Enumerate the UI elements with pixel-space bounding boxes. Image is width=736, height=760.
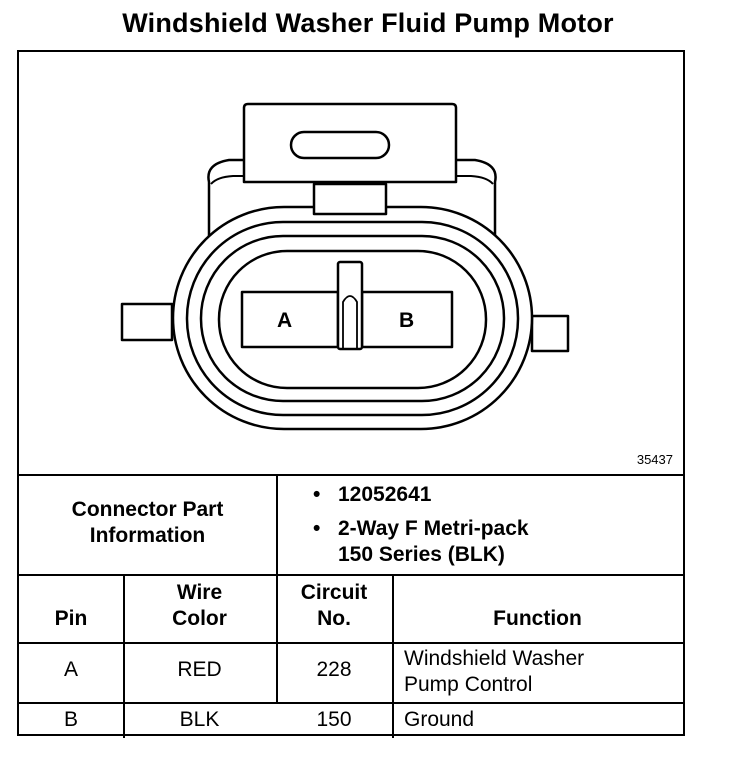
cavity-a-label: A: [277, 309, 293, 332]
connector-frame: A B 35437 Connector Part Information • 1…: [17, 50, 685, 738]
bullet-symbol: •: [313, 517, 321, 540]
row-a-circuit: 228: [316, 658, 352, 681]
housing-fold-right: [456, 175, 494, 185]
header-circuit-line2: No.: [317, 607, 351, 630]
connector-type-line2: 150 Series (BLK): [338, 543, 505, 566]
header-wire-color: Wire Color: [123, 580, 276, 632]
header-circuit: Circuit No.: [276, 580, 392, 632]
row-a-function-line2: Pump Control: [404, 673, 533, 696]
divider-row-a: [19, 642, 683, 644]
connector-type-line1: 2-Way F Metri-pack: [338, 517, 529, 540]
row-b-function: Ground: [404, 708, 475, 731]
latch-slot: [289, 130, 391, 160]
rib-inner-line: [342, 295, 358, 349]
connector-info-bullets: • 12052641 • 2-Way F Metri-pack 150 Seri…: [313, 482, 673, 568]
part-number: 12052641: [338, 483, 432, 506]
row-a-function: Windshield Washer Pump Control: [404, 646, 674, 698]
row-b-wire-color: BLK: [179, 708, 220, 731]
connector-type: 2-Way F Metri-pack 150 Series (BLK): [338, 516, 673, 568]
center-rib: [336, 260, 364, 351]
row-b-pin: B: [63, 708, 78, 731]
header-pin: Pin: [54, 607, 88, 630]
connector-drawing: [120, 102, 570, 431]
figure-number: 35437: [636, 452, 673, 467]
vline-info: [276, 474, 278, 702]
header-wire-color-line2: Color: [172, 607, 227, 630]
connector-info-label-line2: Information: [89, 524, 206, 547]
connector-info-label-line1: Connector Part: [71, 498, 224, 521]
vline-pin: [123, 574, 125, 738]
row-a-function-line1: Windshield Washer: [404, 647, 585, 670]
right-mounting-tab: [530, 314, 570, 353]
cavity-b-label: B: [399, 309, 415, 332]
bullet-part-number: • 12052641: [313, 482, 673, 508]
connector-info-label: Connector Part Information: [19, 497, 276, 549]
bullet-symbol: •: [313, 483, 321, 506]
page-title: Windshield Washer Fluid Pump Motor: [122, 8, 614, 38]
header-function: Function: [493, 607, 582, 630]
vline-circuit: [392, 574, 394, 738]
divider-row-b: [19, 702, 683, 704]
row-b-circuit: 150: [316, 708, 352, 731]
header-circuit-line1: Circuit: [300, 581, 368, 604]
header-wire-color-line1: Wire: [176, 581, 223, 604]
bullet-connector-type: • 2-Way F Metri-pack 150 Series (BLK): [313, 516, 673, 568]
row-a-pin: A: [63, 658, 78, 681]
cavity-b-box: [360, 290, 454, 349]
divider-drawing: [19, 474, 683, 476]
row-a-wire-color: RED: [177, 658, 222, 681]
divider-header: [19, 574, 683, 576]
housing-fold-left: [210, 175, 244, 185]
latch-stem: [312, 182, 388, 216]
left-mounting-tab: [120, 302, 174, 342]
